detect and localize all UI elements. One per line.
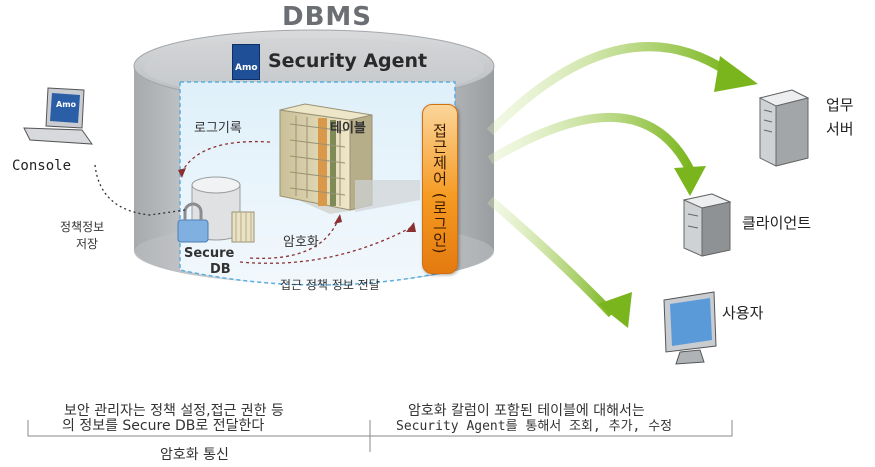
server-label-line1: 업무 bbox=[826, 96, 854, 114]
dbms-title: DBMS bbox=[282, 2, 372, 32]
table-shelf-icon bbox=[279, 103, 420, 214]
user-label: 사용자 bbox=[722, 304, 764, 322]
secure-db-label-line2: DB bbox=[210, 262, 231, 277]
laptop-logo-text: Amo bbox=[56, 100, 77, 109]
console-link-line bbox=[94, 164, 186, 216]
green-flow-arrows bbox=[486, 42, 758, 328]
bottom-left-line1: 보안 관리자는 정책 설정,접근 권한 등 bbox=[64, 403, 284, 419]
server-icon bbox=[758, 89, 810, 167]
secure-db-label-line1: Secure bbox=[184, 246, 235, 261]
amo-logo: Amo bbox=[232, 44, 260, 80]
access-control-label: 접근제어 (로그인) bbox=[430, 123, 449, 255]
monitor-icon bbox=[663, 291, 717, 365]
bottom-right-line1: 암호화 칼럼이 포함된 테이블에 대해서는 bbox=[408, 403, 645, 419]
security-agent-title: Security Agent bbox=[268, 50, 428, 72]
policy-transfer-label: 접근 정책 정보 전달 bbox=[280, 278, 380, 292]
console-label: Console bbox=[12, 158, 72, 174]
policy-label-line2: 저장 bbox=[76, 237, 99, 251]
policy-label-line1: 정책정보 bbox=[60, 220, 105, 234]
bottom-brackets bbox=[27, 420, 733, 452]
table-label: 테이블 bbox=[330, 121, 366, 136]
bottom-caption: 암호화 통신 bbox=[160, 447, 229, 463]
server-label-line2: 서버 bbox=[826, 120, 854, 138]
encrypt-label: 암호화 bbox=[283, 235, 319, 250]
inner-flow-arrows bbox=[181, 140, 411, 264]
secure-db-icon bbox=[177, 176, 255, 243]
client-label: 클라이언트 bbox=[742, 214, 812, 232]
laptop-icon bbox=[23, 87, 94, 145]
access-control-bar: 접근제어 (로그인) bbox=[422, 104, 458, 274]
bottom-right-line2: Security Agent를 통해서 조회, 추가, 수정 bbox=[396, 419, 673, 434]
client-pc-icon bbox=[682, 193, 732, 257]
logo-text: Amo bbox=[235, 63, 258, 73]
log-record-label: 로그기록 bbox=[194, 121, 242, 136]
bottom-left-line2: 의 정보를 Secure DB로 전달한다 bbox=[62, 418, 265, 434]
